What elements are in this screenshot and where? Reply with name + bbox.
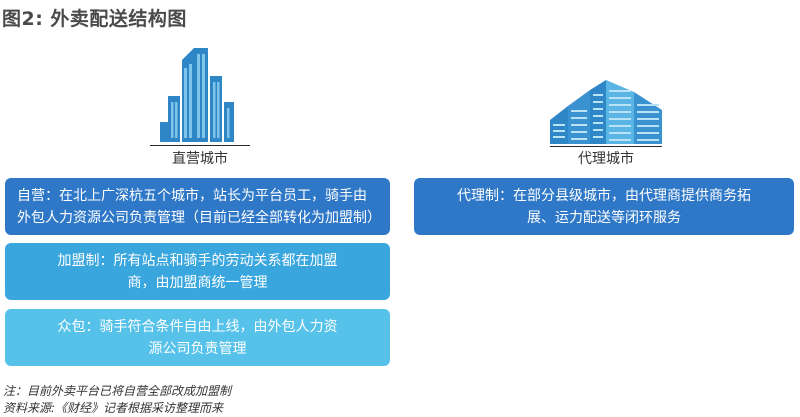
page-title: 图2: 外卖配送结构图 (2, 8, 187, 30)
right-divider (550, 146, 662, 147)
franchise-text: 加盟制：所有站点和骑手的劳动关系都在加盟商，由加盟商统一管理 (57, 252, 338, 291)
self-operated-box: 自营：在北上广深杭五个城市，站长为平台员工，骑手由外包人力资源公司负责管理（目前… (5, 178, 390, 235)
franchise-box: 加盟制：所有站点和骑手的劳动关系都在加盟商，由加盟商统一管理 (5, 243, 390, 300)
right-city-label: 代理城市 (578, 151, 634, 167)
agency-text: 代理制：在部分县级城市，由代理商提供商务拓展、运力配送等闭环服务 (457, 187, 751, 226)
left-divider (150, 145, 250, 146)
crowdsourcing-text: 众包：骑手符合条件自由上线，由外包人力资源公司负责管理 (57, 318, 338, 357)
footnote: 注：目前外卖平台已将自营全部改成加盟制 (3, 384, 232, 398)
left-city-label: 直营城市 (172, 151, 228, 167)
source-note: 资料来源:《财经》记者根据采访整理而来 (3, 401, 224, 415)
crowdsourcing-box: 众包：骑手符合条件自由上线，由外包人力资源公司负责管理 (5, 309, 390, 366)
building-icon (550, 80, 662, 144)
skyscraper-icon (160, 48, 234, 142)
self-operated-text: 自营：在北上广深杭五个城市，站长为平台员工，骑手由外包人力资源公司负责管理（目前… (17, 187, 381, 226)
agency-box: 代理制：在部分县级城市，由代理商提供商务拓展、运力配送等闭环服务 (414, 178, 794, 235)
